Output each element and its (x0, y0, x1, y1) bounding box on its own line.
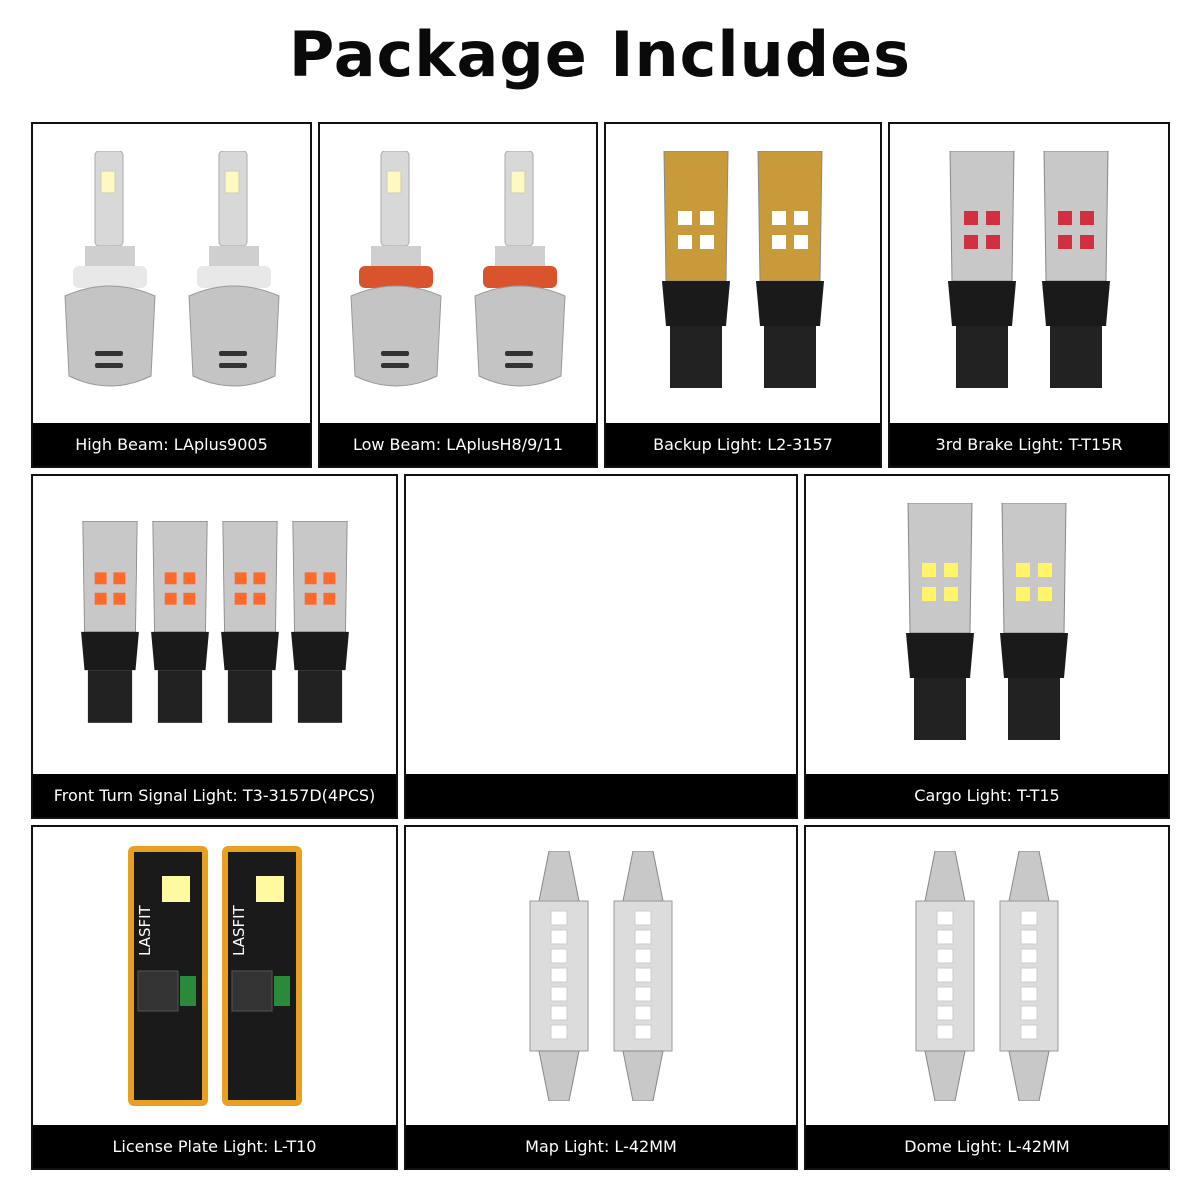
t10-board-bulb-icon: LASFIT (221, 846, 302, 1106)
product-image (890, 124, 1168, 423)
headlight-bulb-icon (55, 151, 165, 396)
festoon-bulb-icon (608, 851, 678, 1101)
wedge-amber-bulb-icon (216, 503, 284, 748)
product-panel: 3rd Brake Light: T-T15R (888, 122, 1170, 468)
page-title: Package Includes (288, 18, 912, 91)
product-label: Low Beam: LAplusH8/9/11 (320, 423, 596, 466)
product-image (806, 827, 1168, 1125)
product-image (606, 124, 880, 423)
product-label: High Beam: LAplus9005 (33, 423, 310, 466)
wedge-gold-bulb-icon (750, 151, 830, 396)
headlight-bulb-icon (179, 151, 289, 396)
product-image (33, 476, 396, 774)
product-label: Backup Light: L2-3157 (606, 423, 880, 466)
product-panel: Low Beam: LAplusH8/9/11 (318, 122, 598, 468)
product-label: Front Turn Signal Light: T3-3157D(4PCS) (33, 774, 396, 817)
wedge-gold-bulb-icon (656, 151, 736, 396)
product-panel (404, 474, 798, 819)
product-panel: High Beam: LAplus9005 (31, 122, 312, 468)
product-panel: Backup Light: L2-3157 (604, 122, 882, 468)
headlight-bulb-icon (341, 151, 451, 396)
product-label: Dome Light: L-42MM (806, 1125, 1168, 1168)
product-image (33, 124, 310, 423)
product-label (406, 774, 796, 817)
festoon-bulb-icon (994, 851, 1064, 1101)
festoon-bulb-icon (910, 851, 980, 1101)
wedge-amber-bulb-icon (76, 503, 144, 748)
wedge-red-bulb-icon (1036, 151, 1116, 396)
product-panel: Front Turn Signal Light: T3-3157D(4PCS) (31, 474, 398, 819)
product-label: License Plate Light: L-T10 (33, 1125, 396, 1168)
wedge-white-bulb-icon (900, 502, 980, 748)
product-label: 3rd Brake Light: T-T15R (890, 423, 1168, 466)
product-panel: Map Light: L-42MM (404, 825, 798, 1170)
product-image (806, 476, 1168, 774)
product-image (406, 827, 796, 1125)
svg-text:LASFIT: LASFIT (230, 904, 248, 956)
festoon-bulb-icon (524, 851, 594, 1101)
headlight-bulb-icon (465, 151, 575, 396)
t10-board-bulb-icon: LASFIT (127, 846, 208, 1106)
product-panel: Dome Light: L-42MM (804, 825, 1170, 1170)
wedge-red-bulb-icon (942, 151, 1022, 396)
product-image (320, 124, 596, 423)
wedge-amber-bulb-icon (146, 503, 214, 748)
product-panel: Cargo Light: T-T15 (804, 474, 1170, 819)
product-label: Cargo Light: T-T15 (806, 774, 1168, 817)
svg-text:LASFIT: LASFIT (136, 904, 154, 956)
wedge-amber-bulb-icon (286, 503, 354, 748)
product-image (406, 476, 796, 774)
product-label: Map Light: L-42MM (406, 1125, 796, 1168)
wedge-white-bulb-icon (994, 502, 1074, 748)
product-image: LASFIT LASFIT (33, 827, 396, 1125)
